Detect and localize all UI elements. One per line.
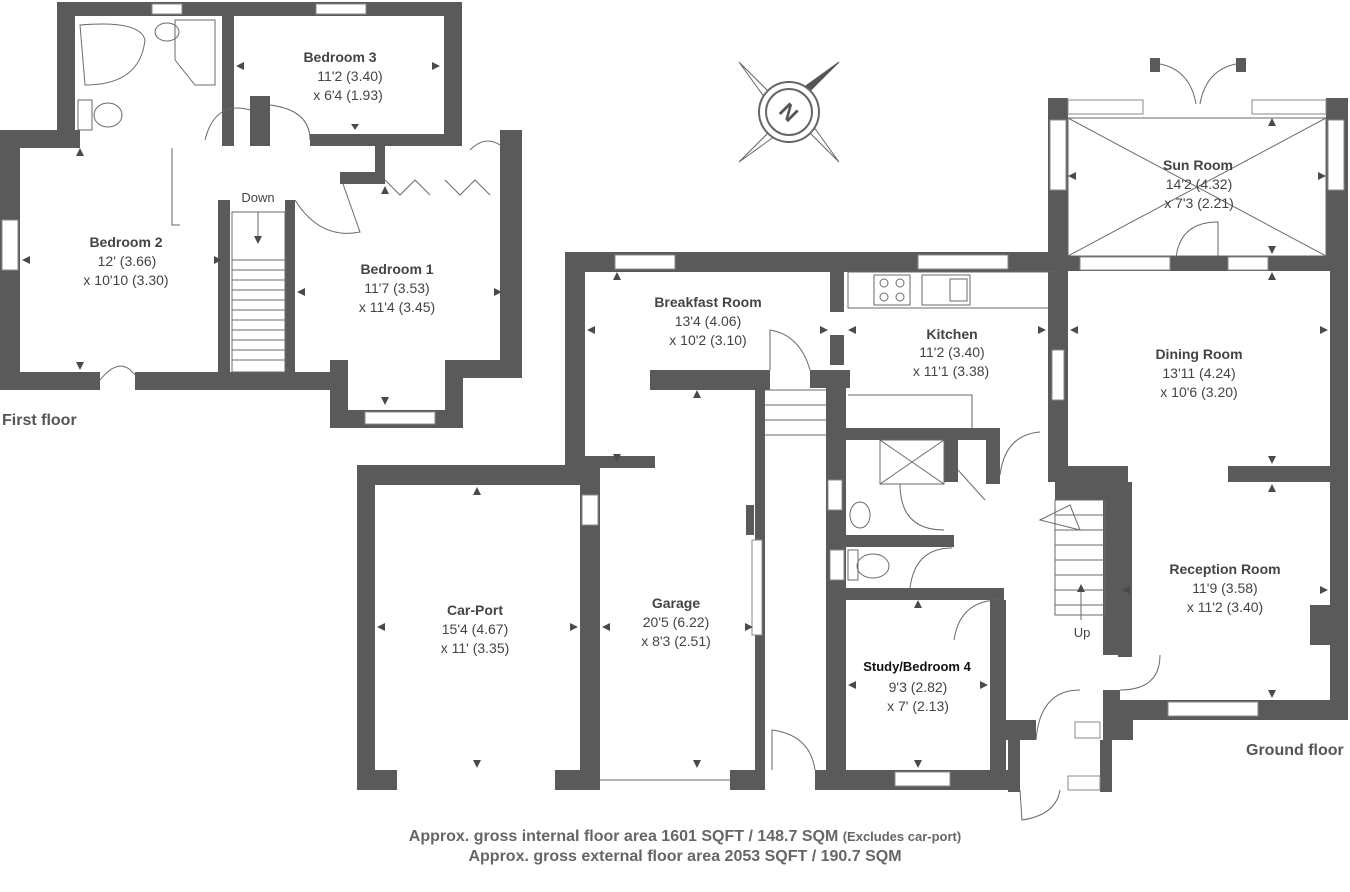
kitchen-dim1: 11'2 (3.40) [919, 344, 984, 360]
bedroom1-dim2: x 11'4 (3.45) [359, 299, 435, 315]
dining-room-dim1: 13'11 (4.24) [1162, 365, 1235, 381]
bedroom2-name: Bedroom 2 [89, 234, 162, 250]
ground-floor-label: Ground floor [1246, 742, 1344, 759]
study-name: Study/Bedroom 4 [863, 659, 971, 674]
study-dim2: x 7' (2.13) [887, 698, 949, 714]
bedroom3-dim1: 11'2 (3.40) [317, 68, 382, 84]
external-area-text: Approx. gross external floor area 2053 S… [468, 848, 902, 865]
dining-room-name: Dining Room [1155, 346, 1242, 362]
car-port-dim2: x 11' (3.35) [441, 640, 510, 656]
internal-area-note: (Excludes car-port) [842, 829, 962, 844]
bedroom1-name: Bedroom 1 [360, 261, 433, 277]
car-port-name: Car-Port [447, 602, 503, 618]
sun-room-dim2: x 7'3 (2.21) [1164, 195, 1234, 211]
internal-area-line: Approx. gross internal floor area 1601 S… [0, 828, 1350, 846]
ground-floor-plan: Up Sun Room 14'2 (4.32) [357, 58, 1348, 821]
breakfast-room-dim2: x 10'2 (3.10) [669, 332, 746, 348]
bedroom2-dim1: 12' (3.66) [98, 253, 157, 269]
garage-name: Garage [652, 595, 700, 611]
bedroom1-dim1: 11'7 (3.53) [364, 280, 429, 296]
sun-room-name: Sun Room [1163, 157, 1233, 173]
sun-room-dim1: 14'2 (4.32) [1166, 176, 1233, 192]
kitchen-name: Kitchen [926, 326, 977, 342]
dining-room-dim2: x 10'6 (3.20) [1160, 384, 1237, 400]
internal-area-text: Approx. gross internal floor area 1601 S… [408, 828, 839, 845]
bedroom2-dim2: x 10'10 (3.30) [83, 272, 168, 288]
garage-dim1: 20'5 (6.22) [643, 614, 710, 630]
study-dim1: 9'3 (2.82) [889, 679, 948, 695]
stairs-down-label: Down [241, 190, 274, 205]
first-floor-label: First floor [2, 412, 77, 429]
car-port-dim1: 15'4 (4.67) [442, 621, 509, 637]
reception-room-dim2: x 11'2 (3.40) [1187, 599, 1263, 615]
bedroom3-name: Bedroom 3 [303, 49, 376, 65]
reception-room-dim1: 11'9 (3.58) [1192, 580, 1257, 596]
bedroom3-dim2: x 6'4 (1.93) [313, 87, 383, 103]
reception-room-name: Reception Room [1169, 561, 1280, 577]
external-area-line: Approx. gross external floor area 2053 S… [0, 848, 1350, 866]
stairs-up-label: Up [1074, 625, 1091, 640]
compass-icon: N [738, 61, 840, 163]
kitchen-dim2: x 11'1 (3.38) [913, 363, 989, 379]
first-floor-plan: Down Bedroom 3 11'2 (3.40) x 6'4 (1.93) … [0, 2, 522, 429]
garage-dim2: x 8'3 (2.51) [641, 633, 711, 649]
breakfast-room-dim1: 13'4 (4.06) [675, 313, 742, 329]
breakfast-room-name: Breakfast Room [654, 294, 761, 310]
